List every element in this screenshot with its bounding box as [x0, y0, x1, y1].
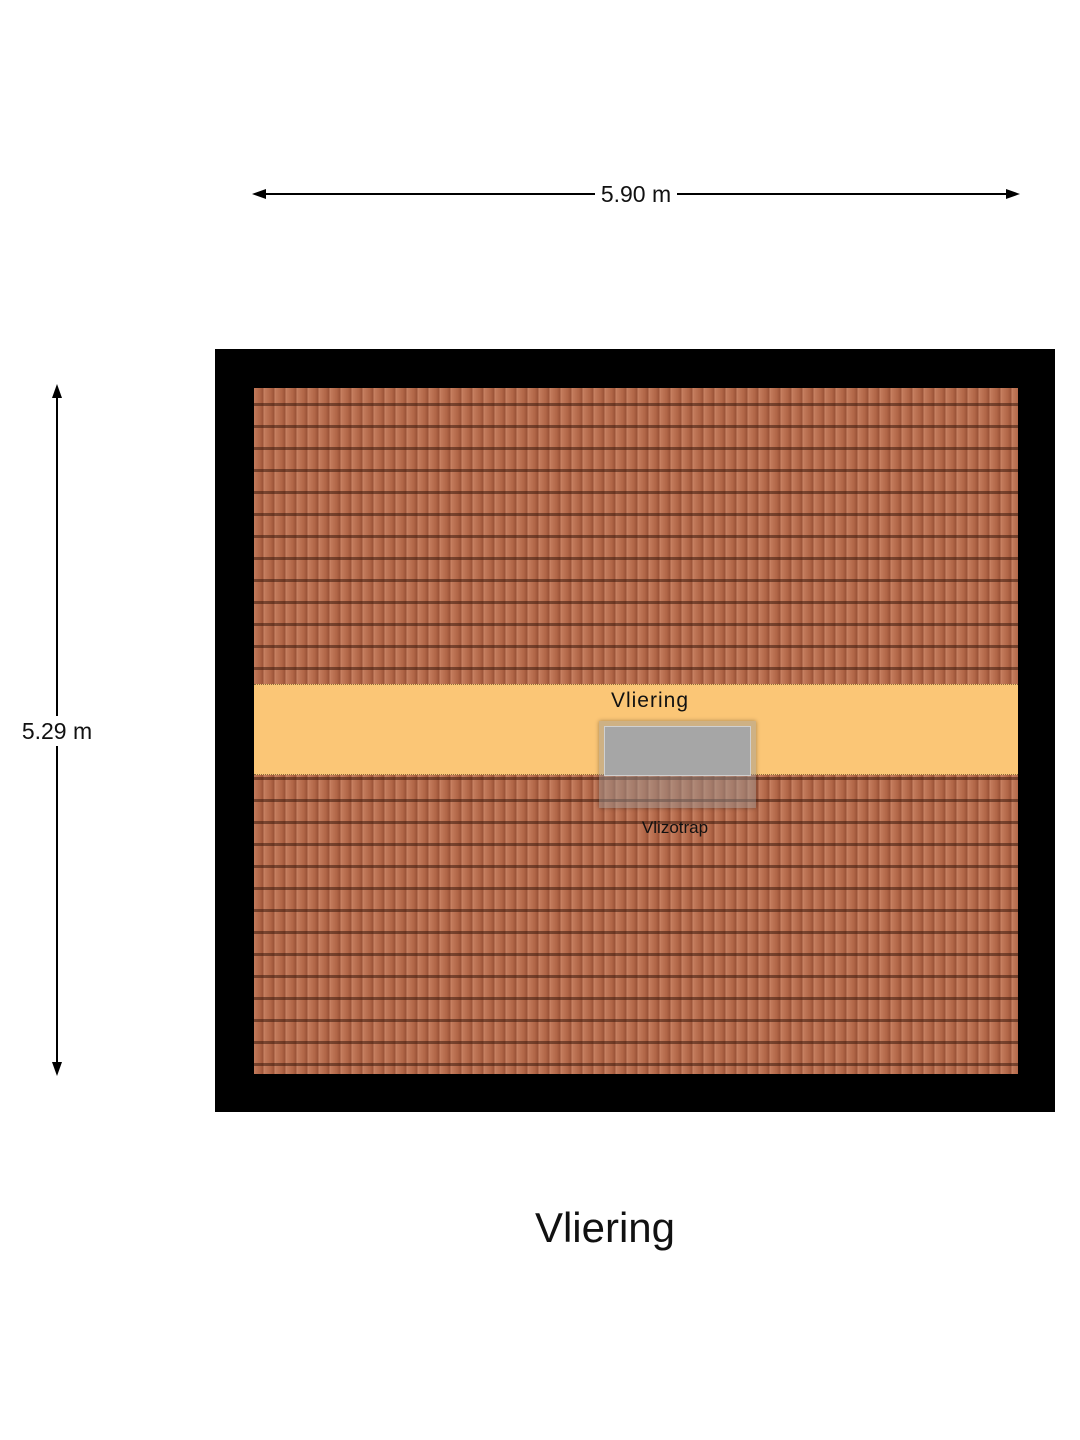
width-dimension: 5.90 m	[252, 181, 1020, 207]
width-dimension-label: 5.90 m	[594, 181, 678, 207]
height-dimension: 5.29 m	[0, 384, 120, 1076]
room-label-vliering: Vliering	[610, 689, 690, 712]
floor-title: Vliering	[534, 1204, 676, 1251]
attic-hatch-opening	[604, 726, 751, 776]
height-dimension-label: 5.29 m	[21, 716, 93, 746]
attic-hatch	[599, 721, 756, 808]
hatch-label: Vlizotrap	[641, 818, 709, 837]
